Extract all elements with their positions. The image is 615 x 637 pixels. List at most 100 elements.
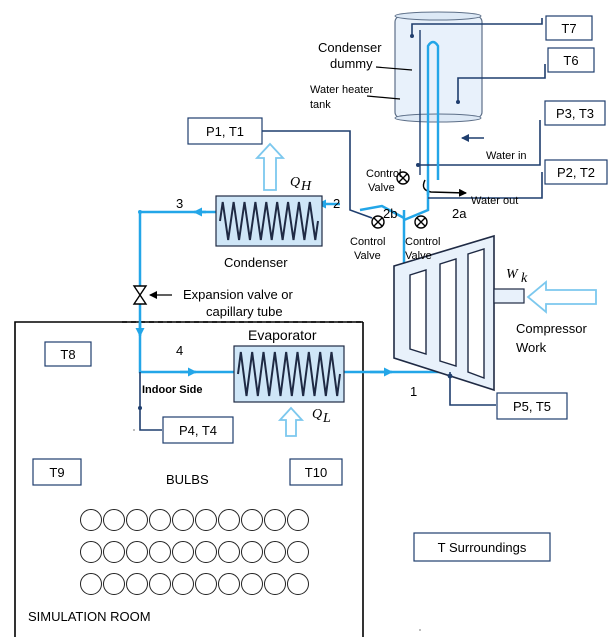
- sensor-leaders: [138, 130, 543, 431]
- state-4: 4: [176, 343, 183, 358]
- evaporator-coil: [233, 345, 345, 403]
- tank-connections: [366, 18, 546, 197]
- bulb: [126, 541, 148, 563]
- bulb: [241, 573, 263, 595]
- bulb: [264, 573, 286, 595]
- control-valve-top-label-line1: Control: [366, 168, 401, 180]
- sensor-p5-t5[interactable]: P5, T5: [496, 392, 568, 420]
- sensor-t-surroundings-label: T Surroundings: [438, 540, 527, 555]
- compressor-work-arrow: [526, 280, 597, 314]
- bulb: [241, 509, 263, 531]
- simulation-room-boundary: [14, 321, 364, 637]
- water-heater-tank-label-line2: tank: [310, 99, 331, 111]
- bulb: [218, 573, 240, 595]
- sensor-p2-t2[interactable]: P2, T2: [544, 159, 608, 185]
- bulb: [218, 541, 240, 563]
- bulb: [80, 541, 102, 563]
- bulb: [149, 573, 171, 595]
- bulb: [172, 509, 194, 531]
- sensor-p1-t1[interactable]: P1, T1: [187, 117, 263, 145]
- compressor-work-label-line1: Compressor: [516, 321, 587, 336]
- ql-heat-arrow: [277, 406, 305, 437]
- wk-symbol: W k: [506, 267, 528, 286]
- state-2: 2: [333, 196, 340, 211]
- water-out-label: Water out: [471, 195, 518, 207]
- bulb: [241, 541, 263, 563]
- water-in-label: Water in: [486, 150, 527, 162]
- bulb: [195, 541, 217, 563]
- sensor-t10[interactable]: T10: [289, 458, 343, 486]
- sensor-t6[interactable]: T6: [547, 47, 595, 73]
- bulb: [172, 573, 194, 595]
- sensor-p4-t4-label: P4, T4: [179, 423, 217, 438]
- sensor-t8-label: T8: [60, 347, 75, 362]
- sensor-t6-label: T6: [563, 53, 578, 68]
- bulb: [287, 573, 309, 595]
- condenser-coil: [215, 195, 323, 247]
- bulb: [149, 541, 171, 563]
- state-2b: 2b: [383, 206, 397, 221]
- sensor-p3-t3-label: P3, T3: [556, 106, 594, 121]
- wk-symbol-subscript: k: [521, 271, 528, 286]
- control-valve-right-label-line2: Valve: [405, 250, 432, 262]
- bulb: [172, 541, 194, 563]
- bulbs-grid: [80, 509, 309, 595]
- control-valve-left-symbol[interactable]: [371, 215, 385, 229]
- sensor-p5-t5-label: P5, T5: [513, 399, 551, 414]
- condenser-label: Condenser: [224, 255, 288, 270]
- wk-symbol-letter: W: [506, 267, 519, 282]
- qh-symbol-letter: Q: [290, 175, 300, 190]
- sensor-t9[interactable]: T9: [32, 458, 82, 486]
- bulb: [103, 573, 125, 595]
- state-1: 1: [410, 384, 417, 399]
- bulb: [103, 509, 125, 531]
- ql-symbol: Q L: [312, 407, 331, 426]
- bulb: [126, 573, 148, 595]
- sensor-t7[interactable]: T7: [545, 15, 593, 41]
- qh-heat-arrow: [254, 142, 286, 191]
- sensor-p2-t2-label: P2, T2: [557, 165, 595, 180]
- sensor-t9-label: T9: [49, 465, 64, 480]
- sensor-p4-t4[interactable]: P4, T4: [162, 416, 234, 444]
- expansion-valve-label-line1: Expansion valve or: [183, 287, 294, 302]
- sensor-p1-t1-label: P1, T1: [206, 124, 244, 139]
- bulb: [195, 573, 217, 595]
- bulb: [218, 509, 240, 531]
- control-valve-top-label-line2: Valve: [368, 182, 395, 194]
- sensor-t7-label: T7: [561, 21, 576, 36]
- sensor-t8[interactable]: T8: [44, 341, 92, 367]
- bulb: [80, 573, 102, 595]
- bulb: [264, 541, 286, 563]
- control-valve-right-symbol[interactable]: [414, 215, 428, 229]
- qh-symbol: Q H: [290, 175, 312, 194]
- compressor[interactable]: [393, 234, 525, 392]
- water-heater-tank: [394, 11, 483, 175]
- expansion-valve-label-line2: capillary tube: [206, 304, 283, 319]
- sensor-p3-t3[interactable]: P3, T3: [544, 100, 606, 126]
- control-valve-top-symbol[interactable]: [396, 171, 410, 185]
- bulb: [287, 541, 309, 563]
- control-valve-right-label-line1: Control: [405, 236, 440, 248]
- expansion-valve-symbol[interactable]: [132, 285, 148, 305]
- control-valve-left-label-line1: Control: [350, 236, 385, 248]
- condenser-dummy-label-line2: dummy: [330, 56, 373, 71]
- simulation-room-label: SIMULATION ROOM: [28, 609, 151, 624]
- bulb: [195, 509, 217, 531]
- bulb: [103, 541, 125, 563]
- indoor-side-label: Indoor Side: [142, 384, 203, 396]
- sensor-t-surroundings[interactable]: T Surroundings: [413, 532, 551, 562]
- condenser-dummy-label-line1: Condenser: [318, 40, 382, 55]
- ql-symbol-letter: Q: [312, 407, 322, 422]
- bulb: [264, 509, 286, 531]
- bulb: [80, 509, 102, 531]
- qh-symbol-subscript: H: [300, 179, 312, 194]
- sensor-t10-label: T10: [305, 465, 327, 480]
- control-valve-left-label-line2: Valve: [354, 250, 381, 262]
- bulb: [126, 509, 148, 531]
- bulb: [149, 509, 171, 531]
- bulb: [287, 509, 309, 531]
- state-2a: 2a: [452, 206, 467, 221]
- water-heater-tank-label-line1: Water heater: [310, 84, 374, 96]
